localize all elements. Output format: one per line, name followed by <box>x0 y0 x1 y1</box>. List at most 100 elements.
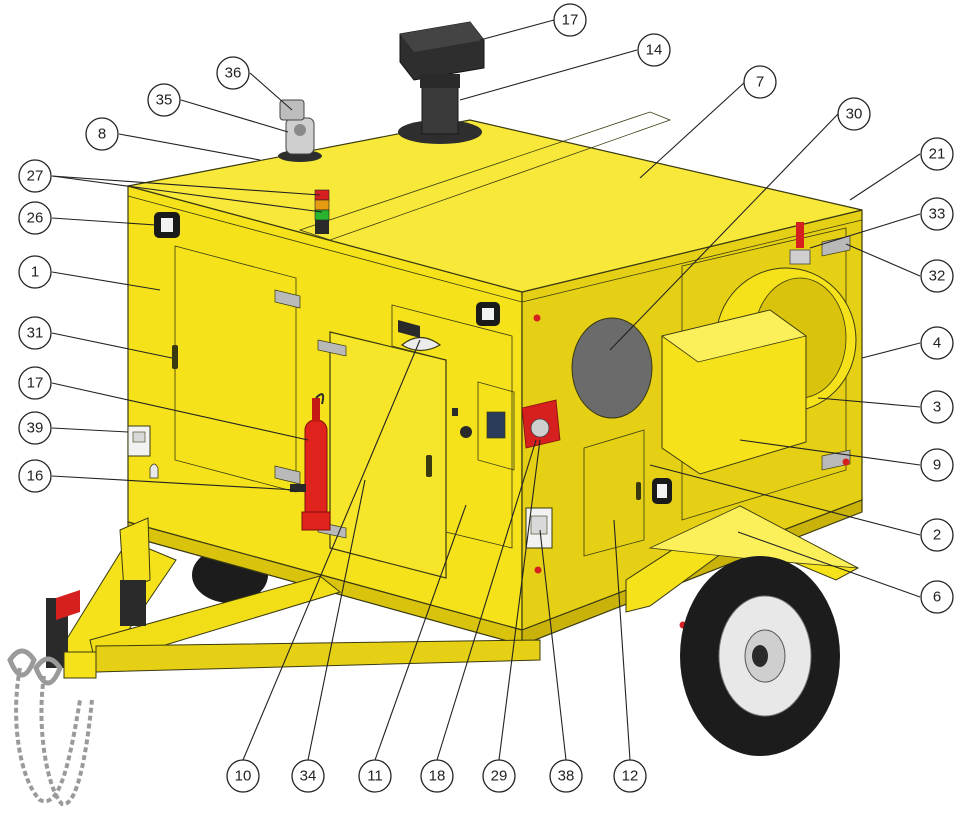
control-panel-door <box>329 331 447 579</box>
callout-34: 34 <box>291 759 325 793</box>
svg-text:1: 1 <box>31 264 39 281</box>
svg-text:14: 14 <box>646 42 663 59</box>
warning-decal <box>652 478 672 504</box>
svg-text:32: 32 <box>929 268 946 285</box>
callout-4: 4 <box>920 326 954 360</box>
trailer-tongue <box>59 517 541 673</box>
svg-text:30: 30 <box>846 106 863 123</box>
callout-26: 26 <box>18 201 52 235</box>
exhaust-stack <box>421 81 459 135</box>
svg-text:29: 29 <box>491 768 508 785</box>
marker-light <box>533 314 541 322</box>
svg-text:16: 16 <box>27 468 44 485</box>
callout-32: 32 <box>920 259 954 293</box>
callout-1: 1 <box>18 255 52 289</box>
air-intake-port <box>571 317 653 419</box>
hinge <box>821 449 851 471</box>
trailer-wheel <box>680 556 840 756</box>
fire-extinguisher <box>301 393 331 531</box>
svg-text:17: 17 <box>27 375 44 392</box>
extinguisher-bracket <box>290 484 306 492</box>
svg-text:3: 3 <box>933 399 941 416</box>
callout-7: 7 <box>743 65 777 99</box>
marker-light <box>534 566 542 574</box>
svg-text:27: 27 <box>27 168 44 185</box>
callout-12: 12 <box>613 759 647 793</box>
hitch-coupler <box>46 590 97 679</box>
svg-text:39: 39 <box>27 420 44 437</box>
callout-38: 38 <box>549 759 583 793</box>
svg-text:4: 4 <box>933 335 941 352</box>
svg-text:10: 10 <box>235 768 252 785</box>
leader-lines <box>51 19 921 761</box>
control-box <box>477 381 515 471</box>
tow-hook-clip <box>149 463 159 479</box>
roof-seam-strip <box>298 111 672 241</box>
svg-text:34: 34 <box>300 768 317 785</box>
svg-text:17: 17 <box>562 12 579 29</box>
svg-text:26: 26 <box>27 210 44 227</box>
control-knob <box>460 426 472 438</box>
callout-3: 3 <box>920 390 954 424</box>
safety-chains <box>7 648 94 807</box>
callout-31: 31 <box>18 316 52 350</box>
door-handle <box>172 345 178 369</box>
warning-decal <box>476 302 500 326</box>
discharge-duct <box>661 309 807 475</box>
receptacle-box <box>525 507 553 549</box>
tongue-jack <box>120 580 146 626</box>
wheel-fender <box>625 505 860 613</box>
tie-down-bracket <box>521 399 561 449</box>
callout-14: 14 <box>637 33 671 67</box>
svg-text:33: 33 <box>929 206 946 223</box>
svg-text:2: 2 <box>933 527 941 544</box>
callout-18: 18 <box>420 759 454 793</box>
door-handle <box>426 455 432 477</box>
body-roof <box>127 119 863 293</box>
callout-36: 36 <box>216 56 250 90</box>
svg-text:8: 8 <box>98 126 106 143</box>
callout-39: 39 <box>18 411 52 445</box>
stack-light <box>314 189 330 234</box>
callout-29: 29 <box>482 759 516 793</box>
service-door <box>583 429 645 557</box>
rotating-beacon <box>279 99 315 155</box>
callout-15: 17 <box>553 3 587 37</box>
door-latch <box>789 222 811 265</box>
svg-text:36: 36 <box>225 65 242 82</box>
door-handle <box>636 482 641 500</box>
hinge <box>274 289 301 309</box>
callout-16: 16 <box>18 459 52 493</box>
control-panel-recess <box>391 304 513 549</box>
callout-35: 35 <box>147 83 181 117</box>
callout-8: 8 <box>85 117 119 151</box>
callout-27: 27 <box>18 159 52 193</box>
callout-11: 11 <box>358 759 392 793</box>
callout-17: 17 <box>18 366 52 400</box>
svg-text:35: 35 <box>156 92 173 109</box>
callout-9: 9 <box>920 448 954 482</box>
svg-text:9: 9 <box>933 457 941 474</box>
callout-33: 33 <box>920 197 954 231</box>
hinge <box>317 339 347 357</box>
electrical-outlet-box <box>127 425 151 457</box>
exhaust-rain-cap <box>399 21 485 88</box>
callout-21: 21 <box>920 137 954 171</box>
lifting-eye <box>400 336 442 352</box>
marker-light <box>842 458 850 466</box>
control-display <box>486 411 506 439</box>
callout-2: 2 <box>920 518 954 552</box>
warning-decal <box>154 212 180 238</box>
callout-30: 30 <box>837 97 871 131</box>
svg-text:11: 11 <box>367 768 383 785</box>
svg-text:18: 18 <box>429 768 446 785</box>
svg-text:38: 38 <box>558 768 575 785</box>
svg-text:7: 7 <box>756 74 764 91</box>
svg-text:12: 12 <box>622 768 639 785</box>
callout-10: 10 <box>226 759 260 793</box>
svg-text:6: 6 <box>933 589 941 606</box>
callout-6: 6 <box>920 580 954 614</box>
svg-text:21: 21 <box>929 146 946 163</box>
